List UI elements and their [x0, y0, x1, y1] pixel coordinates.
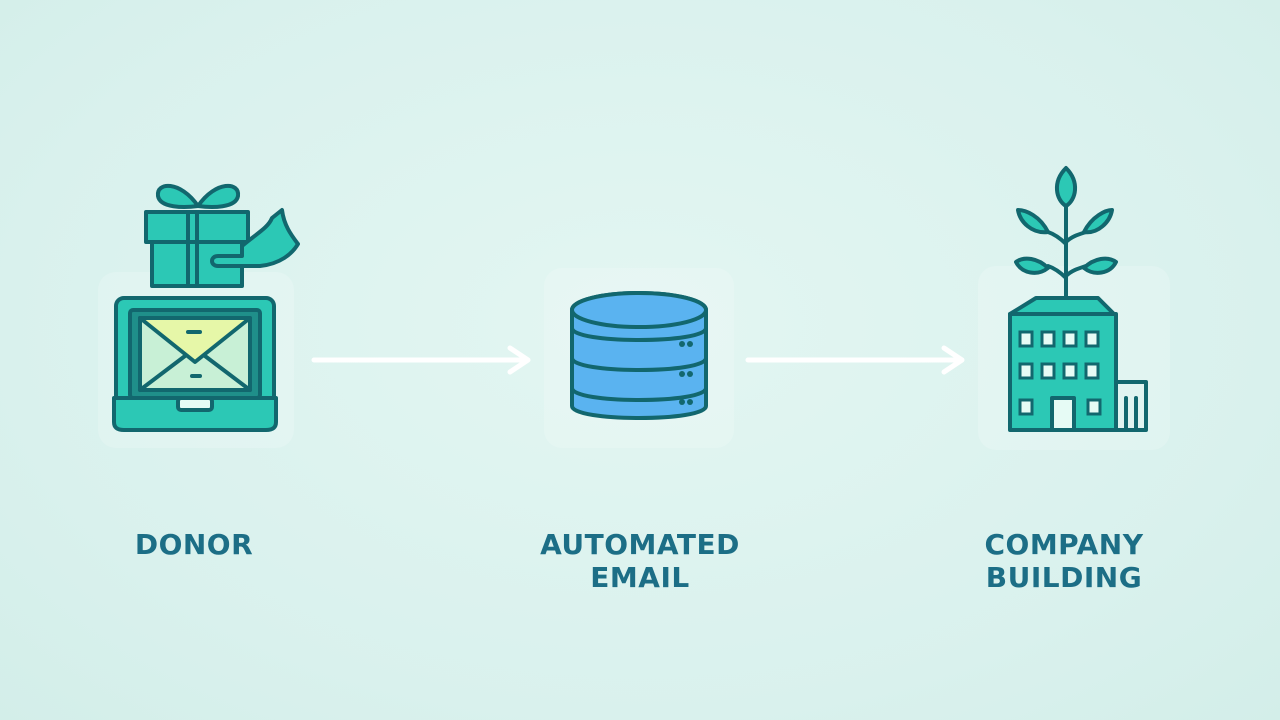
automated-email-label: AUTOMATED EMAIL: [490, 528, 790, 594]
automated-email-label-line-1: AUTOMATED: [540, 528, 740, 561]
automated-email-label-line-2: EMAIL: [590, 561, 690, 594]
gift-laptop-email-icon: [112, 183, 300, 432]
arrow-icon-donor-to-email: [311, 345, 531, 375]
arrow-icon-email-to-building: [745, 345, 965, 375]
donor-label: DONOR: [44, 528, 344, 561]
company-building-label-line-1: COMPANY: [984, 528, 1144, 561]
company-building-label-line-2: BUILDING: [985, 561, 1143, 594]
donor-label-line-1: DONOR: [134, 528, 254, 561]
database-icon: [570, 291, 708, 420]
building-plant-icon: [1008, 166, 1148, 432]
company-building-label: COMPANY BUILDING: [914, 528, 1214, 594]
